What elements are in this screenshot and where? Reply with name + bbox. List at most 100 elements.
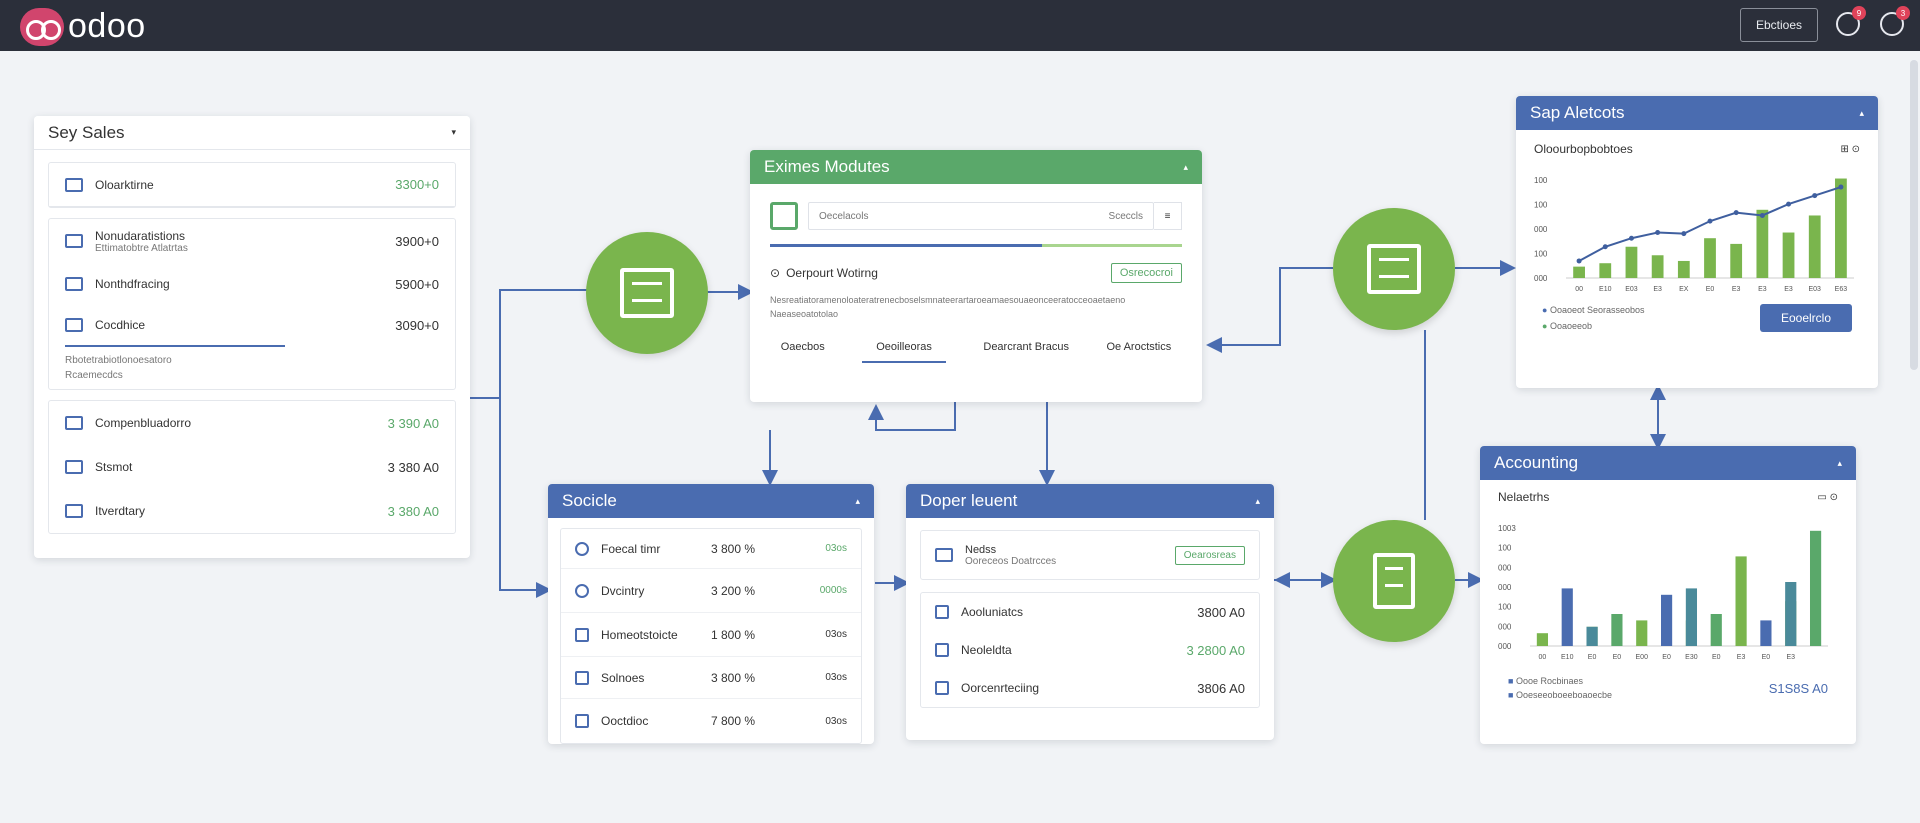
- department-head-card: Nedss Ooreceos Doatrcces Oearosreas: [920, 530, 1260, 580]
- list-item[interactable]: Ooctdioc 7 800 % 03os: [561, 699, 861, 743]
- odoo-logo[interactable]: odoo: [20, 7, 146, 46]
- bar: [1625, 246, 1638, 278]
- warehouse-icon: [65, 234, 83, 248]
- bar-secondary: [1785, 582, 1797, 646]
- y-tick-label: 100: [1498, 544, 1512, 553]
- accounting-title: Accounting: [1494, 453, 1579, 472]
- collapse-icon[interactable]: ▴: [855, 495, 860, 506]
- collapse-icon[interactable]: ▴: [1183, 161, 1188, 172]
- socials-header[interactable]: Socicle ▴: [548, 484, 874, 518]
- item-value: 3800 A0: [1197, 604, 1245, 620]
- x-tick-label: E0: [1662, 654, 1671, 661]
- activity-icon[interactable]: 3: [1880, 6, 1910, 36]
- tab-2-active[interactable]: Oeoilleoras: [862, 341, 946, 363]
- x-tick-label: E3: [1732, 286, 1741, 293]
- sap-action-button[interactable]: Eooelrclo: [1760, 304, 1852, 332]
- item-value: 3 2800 A0: [1186, 642, 1245, 658]
- socials-list: Foecal timr 3 800 % 03os Dvcintry 3 200 …: [560, 528, 862, 744]
- list-item[interactable]: Oloarktirne 3300+0: [49, 163, 455, 207]
- list-item[interactable]: Homeotstoicte 1 800 % 03os: [561, 613, 861, 657]
- y-tick-label: 000: [1498, 642, 1512, 651]
- item-label: Dvcintry: [601, 583, 645, 598]
- y-tick-label: 100: [1534, 250, 1548, 259]
- bar: [1573, 266, 1585, 278]
- modules-header[interactable]: Eximes Modutes ▴: [750, 150, 1202, 184]
- collapse-icon[interactable]: ▴: [1837, 457, 1842, 468]
- document-node-icon[interactable]: [1333, 520, 1455, 642]
- notification-badge: 9: [1852, 6, 1866, 20]
- x-tick-label: E00: [1636, 654, 1649, 661]
- tab-3[interactable]: Dearcrant Bracus: [983, 341, 1069, 353]
- item-pct: 3 800 %: [711, 541, 756, 556]
- item-value: 3 380 A0: [387, 503, 439, 519]
- item-label: Nonudaratistions: [95, 228, 186, 243]
- collapse-icon[interactable]: ▾: [451, 127, 456, 137]
- item-label: Neoleldta: [961, 643, 1012, 657]
- tab-4[interactable]: Oe Aroctstics: [1106, 341, 1172, 353]
- bar: [1710, 614, 1722, 646]
- calendar-icon: [65, 416, 83, 430]
- list-item[interactable]: Oorcenrteciing 3806 A0: [921, 669, 1259, 707]
- legend-2: Ooaoeeob: [1549, 321, 1592, 331]
- list-item[interactable]: Itverdtary 3 380 A0: [49, 489, 455, 533]
- scrollbar[interactable]: [1910, 60, 1918, 370]
- tab-1[interactable]: Oaecbos: [780, 341, 825, 353]
- modules-action-button[interactable]: Osrecocroi: [1110, 263, 1182, 283]
- x-tick-label: E0: [1588, 654, 1597, 661]
- trend-point: [1602, 244, 1608, 250]
- y-tick-label: 000: [1498, 563, 1512, 572]
- x-tick-label: E3: [1784, 286, 1793, 293]
- item-status: 0000s: [819, 585, 847, 596]
- chart-settings-icon[interactable]: ⊞ ⊙: [1840, 143, 1860, 155]
- department-header[interactable]: Doper leuent ▴: [906, 484, 1274, 518]
- list-item[interactable]: Solnoes 3 800 % 03os: [561, 657, 861, 699]
- accounting-header[interactable]: Accounting ▴: [1480, 446, 1856, 480]
- collapse-icon[interactable]: ▴: [1859, 107, 1864, 118]
- list-item[interactable]: Compenbluadorro 3 390 A0: [49, 401, 455, 445]
- bar: [1735, 556, 1747, 646]
- list-item[interactable]: Neoleldta 3 2800 A0: [921, 631, 1259, 669]
- trend-point: [1786, 201, 1792, 207]
- search-placeholder: Oecelacols: [819, 210, 869, 222]
- bar: [1756, 209, 1769, 278]
- list-item[interactable]: Dvcintry 3 200 % 0000s: [561, 569, 861, 613]
- item-status: 03os: [825, 629, 847, 640]
- home-icon: [65, 277, 83, 291]
- list-item[interactable]: Cocdhice 3090+0: [49, 305, 455, 345]
- screen-node-icon[interactable]: [1333, 208, 1455, 330]
- item-pct: 7 800 %: [711, 714, 756, 728]
- filter-icon[interactable]: ≡: [1154, 202, 1182, 230]
- collapse-icon[interactable]: ▴: [1255, 495, 1260, 506]
- list-item[interactable]: Aooluniatcs 3800 A0: [921, 593, 1259, 631]
- list-item[interactable]: Nonthdfracing 5900+0: [49, 263, 455, 305]
- chart-settings-icon[interactable]: ▭ ⊙: [1817, 491, 1838, 503]
- list-item[interactable]: Stsmot 3 380 A0: [49, 445, 455, 489]
- bar-secondary: [1685, 588, 1698, 646]
- modules-subtitle: Oerpourt Wotirng: [786, 266, 878, 280]
- modules-title: Eximes Modutes: [764, 157, 890, 176]
- list-item[interactable]: Foecal timr 3 800 % 03os: [561, 529, 861, 569]
- list-item[interactable]: Nonudaratistions Ettimatobtre Atlatrtas …: [49, 219, 455, 263]
- invoice-node-icon[interactable]: [586, 232, 708, 354]
- top-action-button[interactable]: Ebctioes: [1740, 8, 1818, 42]
- trend-point: [1759, 212, 1765, 218]
- accounting-chart-header: Nelaetrhs ▭ ⊙: [1498, 490, 1838, 504]
- bar: [1660, 594, 1673, 646]
- sales-header[interactable]: Sey Sales ▾: [34, 116, 470, 150]
- department-action-button[interactable]: Oearosreas: [1174, 545, 1245, 565]
- sap-header[interactable]: Sap Aletcots ▴: [1516, 96, 1878, 130]
- y-tick-label: 100: [1534, 201, 1548, 210]
- progress-bar: [65, 345, 285, 347]
- bar: [1599, 263, 1612, 278]
- module-icon: [770, 202, 798, 230]
- chat-icon[interactable]: 9: [1836, 6, 1866, 36]
- y-tick-label: 000: [1498, 583, 1512, 592]
- item-label: Nonthdfracing: [95, 277, 170, 291]
- x-tick-label: E10: [1599, 286, 1612, 293]
- item-status: 03os: [825, 715, 847, 727]
- top-bar: odoo Ebctioes 9 3: [0, 0, 1920, 51]
- department-panel: Doper leuent ▴ Nedss Ooreceos Doatrcces …: [906, 484, 1274, 740]
- search-input[interactable]: Oecelacols Sceccls: [808, 202, 1154, 230]
- item-label: Homeotstoicte: [601, 627, 678, 642]
